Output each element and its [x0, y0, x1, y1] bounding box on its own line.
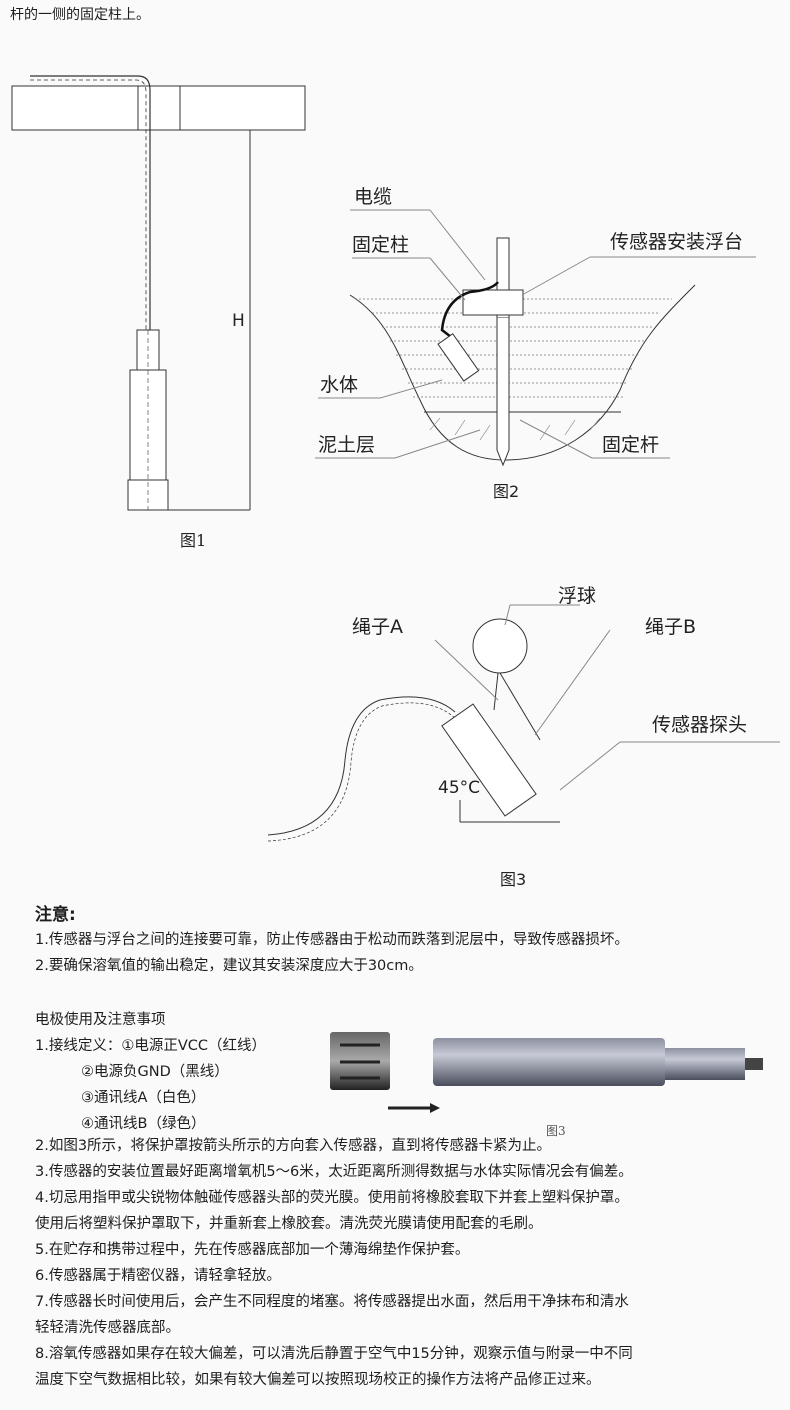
- wiring-item: ④通讯线B（绿色）: [81, 1116, 206, 1132]
- notice-section: 注意: 1.传感器与浮台之间的连接要可靠，防止传感器由于松动而跌落到泥层中，导致…: [35, 903, 629, 979]
- float-platform: [462, 289, 524, 316]
- electrode-title: 电极使用及注意事项: [35, 1012, 166, 1028]
- electrode-item: 2.如图3所示，将保护罩按箭头所示的方向套入传感器，直到将传感器卡紧为止。: [35, 1138, 552, 1154]
- label-angle: 45°C: [438, 778, 480, 798]
- label-rope-a: 绳子A: [352, 616, 403, 638]
- sensor-probe: [441, 703, 537, 817]
- electrode-item: 4.切忌用指甲或尖锐物体触碰传感器头部的荧光膜。使用前将橡胶套取下并套上塑料保护…: [35, 1190, 629, 1206]
- sensor-body-photo: [433, 1038, 665, 1086]
- figure-1: [11, 75, 306, 511]
- intro-text: 杆的一侧的固定柱上。: [10, 7, 150, 23]
- figure-2: [315, 209, 756, 467]
- electrode-item: 8.溶氧传感器如果存在较大偏差，可以清洗后静置于空气中15分钟，观察示值与附录一…: [35, 1346, 633, 1362]
- electrode-item: 使用后将塑料保护罩取下，并重新套上橡胶套。清洗荧光膜请使用配套的毛刷。: [35, 1216, 543, 1232]
- sensor-2: [437, 333, 480, 382]
- electrode-item: 6.传感器属于精密仪器，请轻拿轻放。: [35, 1268, 281, 1284]
- label-fixed-post: 固定柱: [352, 234, 409, 256]
- label-mud-layer: 泥土层: [318, 434, 375, 456]
- notice-item: 2.要确保溶氧值的输出稳定，建议其安装深度应大于30cm。: [35, 958, 423, 974]
- fixed-rod: [496, 318, 510, 467]
- cable-3: [267, 696, 456, 836]
- notice-item: 1.传感器与浮台之间的连接要可靠，防止传感器由于松动而跌落到泥层中，导致传感器损…: [35, 932, 629, 948]
- figure-1-caption: 图1: [180, 531, 206, 550]
- label-rope-b: 绳子B: [645, 616, 696, 638]
- mounting-board: [11, 85, 306, 131]
- protective-cap: [330, 1032, 390, 1090]
- photo-caption: 图3: [546, 1124, 566, 1138]
- notice-title: 注意:: [35, 905, 76, 925]
- electrode-items: 2.如图3所示，将保护罩按箭头所示的方向套入传感器，直到将传感器卡紧为止。 3.…: [35, 1133, 633, 1393]
- electrode-item: 7.传感器长时间使用后，会产生不同程度的堵塞。将传感器提出水面，然后用干净抹布和…: [35, 1294, 629, 1310]
- arrow-head: [430, 1103, 440, 1113]
- label-probe: 传感器探头: [652, 714, 747, 736]
- figure-3: [267, 604, 780, 842]
- label-cable: 电缆: [354, 186, 392, 208]
- installation-diagrams: H 图1 电缆 固定柱 传感器安装浮台 水体 泥土层 固定杆 图2: [11, 75, 780, 889]
- figure-3-caption: 图3: [500, 870, 526, 889]
- wiring-item: ③通讯线A（白色）: [81, 1090, 206, 1106]
- cable: [30, 75, 151, 330]
- cable-2: [440, 281, 499, 341]
- label-fixed-rod: 固定杆: [602, 434, 659, 456]
- figure-2-caption: 图2: [493, 482, 519, 501]
- electrode-item: 5.在贮存和携带过程中，先在传感器底部加一个薄海绵垫作保护套。: [35, 1242, 470, 1258]
- electrode-wiring: 电极使用及注意事项 1.接线定义：①电源正VCC（红线） ②电源负GND（黑线）…: [35, 1007, 266, 1137]
- label-float-platform: 传感器安装浮台: [610, 231, 743, 253]
- electrode-item: 3.传感器的安装位置最好距离增氧机5～6米，太近距离所测得数据与水体实际情况会有…: [35, 1164, 633, 1180]
- height-label: H: [232, 311, 245, 331]
- wiring-item: 1.接线定义：①电源正VCC（红线）: [35, 1038, 267, 1054]
- float-ball: [472, 618, 528, 674]
- label-float-ball: 浮球: [558, 585, 596, 607]
- electrode-item: 温度下空气数据相比较，如果有较大偏差可以按照现场校正的操作方法将产品修正过来。: [35, 1372, 601, 1388]
- electrode-item: 轻轻清洗传感器底部。: [35, 1320, 180, 1336]
- wiring-item: ②电源负GND（黑线）: [81, 1064, 229, 1080]
- label-water: 水体: [320, 374, 358, 396]
